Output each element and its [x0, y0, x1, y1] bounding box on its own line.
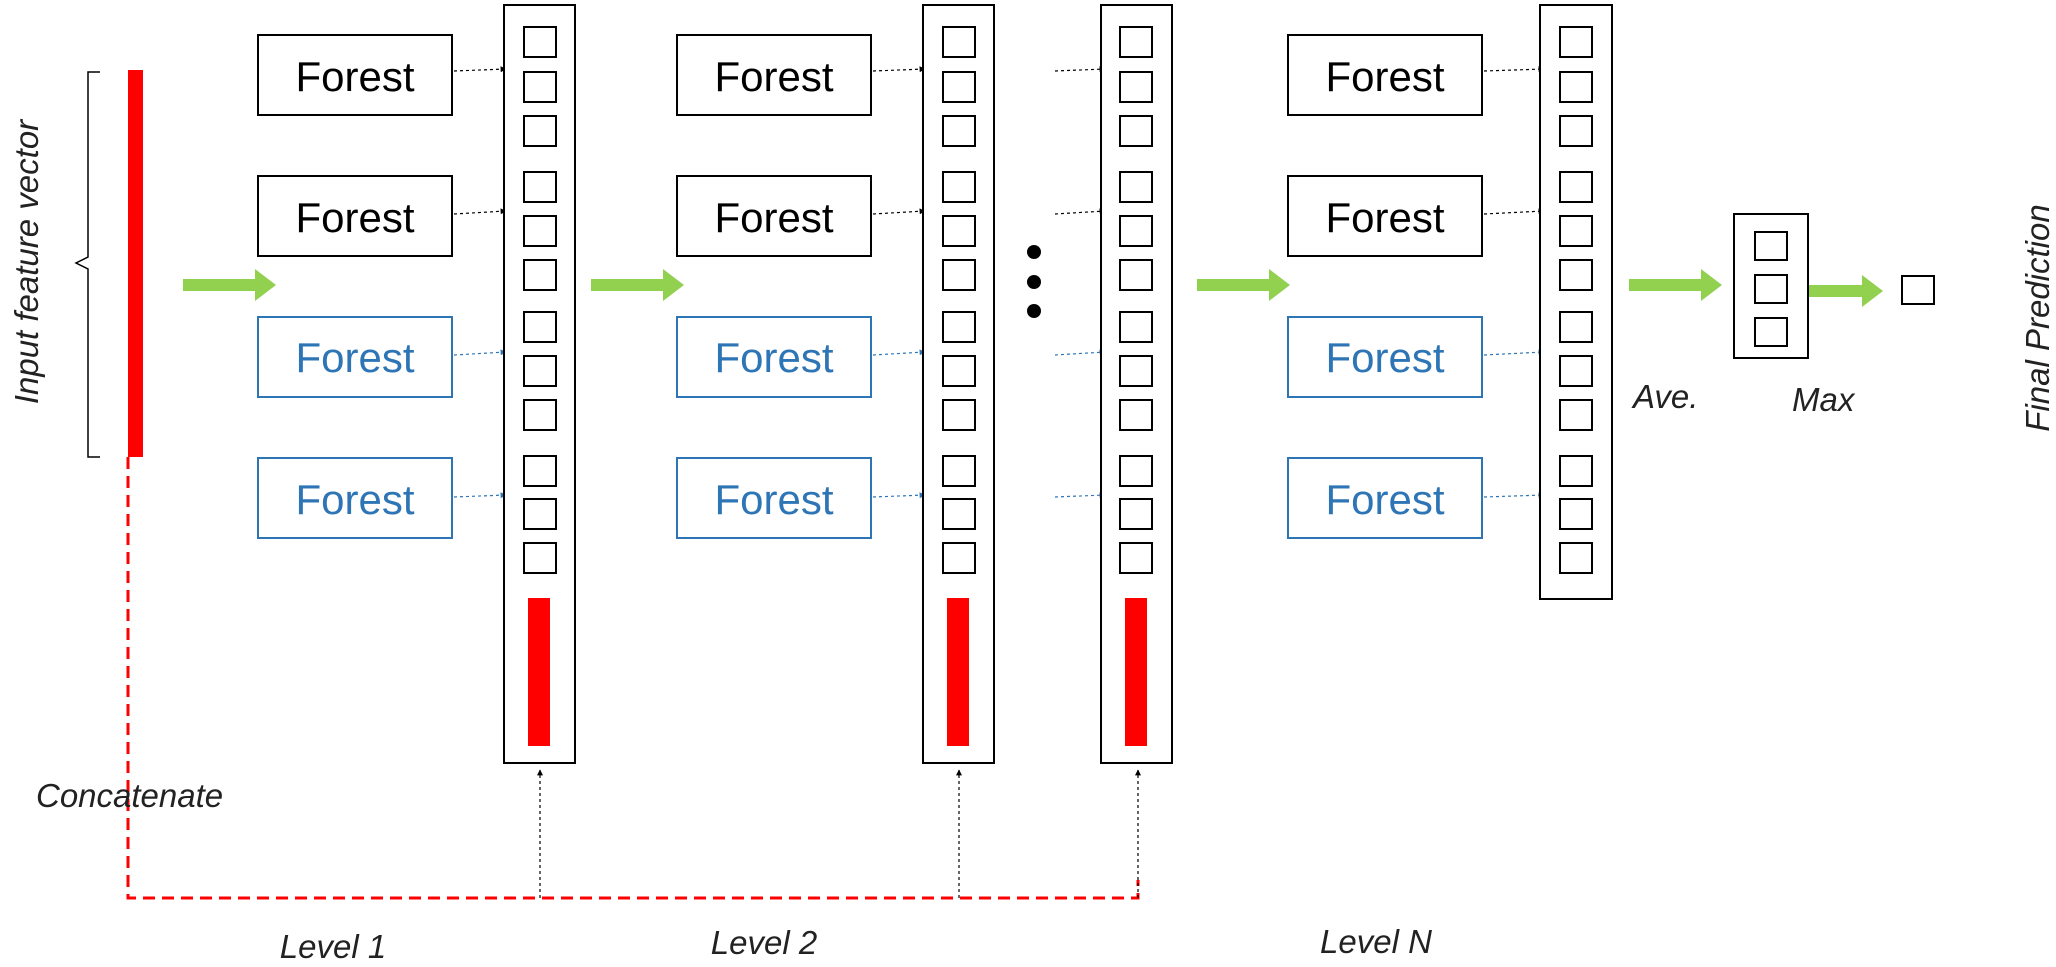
svg-text:Forest: Forest	[295, 476, 414, 523]
input-vector-bar	[128, 70, 143, 457]
concatenated-input-bar	[528, 598, 550, 746]
output-vector-column	[1539, 4, 1613, 600]
forest-box-blue: Forest	[1287, 316, 1483, 398]
forest-box-blue: Forest	[257, 316, 453, 398]
class-vector-cells	[523, 26, 557, 574]
class-vector-cells	[1119, 26, 1153, 574]
final-prediction-label: Final Prediction	[2019, 204, 2056, 431]
svg-text:Forest: Forest	[295, 53, 414, 100]
feature-vector-column	[503, 4, 576, 764]
max-label: Max	[1792, 381, 1856, 418]
level-2: Forest Forest Forest Forest	[676, 4, 995, 961]
concatenate-line	[126, 457, 1140, 900]
svg-text:Forest: Forest	[714, 53, 833, 100]
svg-text:Forest: Forest	[1325, 334, 1444, 381]
flow-arrow	[1197, 269, 1290, 301]
feature-vector-column	[1100, 4, 1173, 764]
input-feature-vector: Input feature vector	[8, 70, 143, 458]
level-n: Forest Forest Forest Forest	[1287, 4, 1613, 960]
level-n-input	[1054, 4, 1173, 764]
svg-text:Forest: Forest	[1325, 476, 1444, 523]
forest-box: Forest	[257, 34, 453, 116]
flow-arrow	[1629, 269, 1722, 301]
concatenated-input-bar	[1125, 598, 1147, 746]
svg-text:Forest: Forest	[714, 194, 833, 241]
svg-text:Forest: Forest	[714, 334, 833, 381]
forest-box-blue: Forest	[257, 457, 453, 539]
concatenated-input-bar	[947, 598, 969, 746]
ave-label: Ave.	[1631, 378, 1698, 415]
forest-box: Forest	[1287, 175, 1483, 257]
forest-box-blue: Forest	[1287, 457, 1483, 539]
feature-vector-column	[922, 4, 995, 764]
final-prediction-cell	[1901, 275, 1935, 305]
forest-box: Forest	[1287, 34, 1483, 116]
svg-text:Forest: Forest	[295, 334, 414, 381]
flow-arrow	[183, 269, 276, 301]
svg-text:Forest: Forest	[1325, 194, 1444, 241]
level-label: Level 1	[280, 928, 386, 965]
svg-text:Forest: Forest	[295, 194, 414, 241]
class-vector-cells	[942, 26, 976, 574]
level-label: Level 2	[711, 924, 817, 961]
level-1: Forest Forest Forest Forest	[257, 4, 576, 965]
forest-box: Forest	[257, 175, 453, 257]
svg-text:Forest: Forest	[1325, 53, 1444, 100]
flow-arrow	[591, 269, 684, 301]
forest-box: Forest	[676, 34, 872, 116]
flow-arrow	[1790, 275, 1883, 307]
forest-box-blue: Forest	[676, 316, 872, 398]
ellipsis	[1027, 245, 1041, 318]
averaged-vector	[1733, 213, 1809, 359]
level-label: Level N	[1320, 923, 1432, 960]
forest-box: Forest	[676, 175, 872, 257]
concatenate-label: Concatenate	[36, 777, 223, 814]
input-feature-vector-label: Input feature vector	[8, 118, 45, 404]
brace	[74, 71, 100, 458]
forest-box-blue: Forest	[676, 457, 872, 539]
class-vector-cells	[1559, 26, 1593, 574]
svg-text:Forest: Forest	[714, 476, 833, 523]
